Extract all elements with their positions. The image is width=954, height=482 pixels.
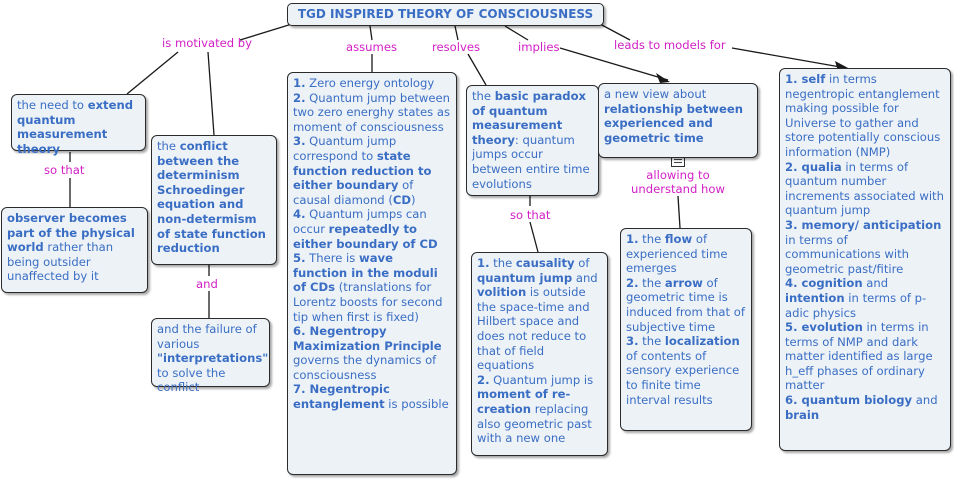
concept-models-list[interactable]: 1. self in terms negentropic entanglemen…	[779, 68, 951, 451]
link-label-leads: leads to models for	[614, 38, 726, 52]
link-label-motivated: is motivated by	[162, 36, 253, 50]
link-label-so-that-left: so that	[44, 163, 85, 177]
concept-time-flow-arrow[interactable]: 1. the flow of experienced time emerges …	[620, 228, 752, 431]
link-label-resolves: resolves	[432, 40, 481, 54]
root-concept[interactable]: TGD INSPIRED THEORY OF CONSCIOUSNESS	[287, 3, 604, 26]
concept-conflict-determinism[interactable]: the conflict between the determinism Sch…	[151, 135, 277, 265]
link-label-so-that-middle: so that	[510, 208, 551, 222]
concept-basic-paradox[interactable]: the basic paradox of quantum measurement…	[466, 85, 599, 196]
concept-observer-part-of-world[interactable]: observer becomes part of the physical wo…	[1, 207, 148, 293]
link-label-and: and	[196, 277, 218, 291]
link-label-allowing: allowing to understand how	[631, 168, 725, 196]
concept-new-view-time[interactable]: a new view about relationship between ex…	[598, 83, 758, 158]
concept-causality-volition[interactable]: 1. the causality of quantum jump and vol…	[471, 252, 608, 456]
link-label-implies: implies	[518, 40, 560, 54]
concept-failure-interpretations[interactable]: and the failure of various "interpretati…	[151, 318, 270, 394]
concept-extend-measurement[interactable]: the need to extend quantum measurement t…	[11, 94, 146, 156]
link-label-assumes: assumes	[346, 40, 398, 54]
concept-assumptions-list[interactable]: 1. Zero energy ontology 2. Quantum jump …	[287, 72, 457, 475]
